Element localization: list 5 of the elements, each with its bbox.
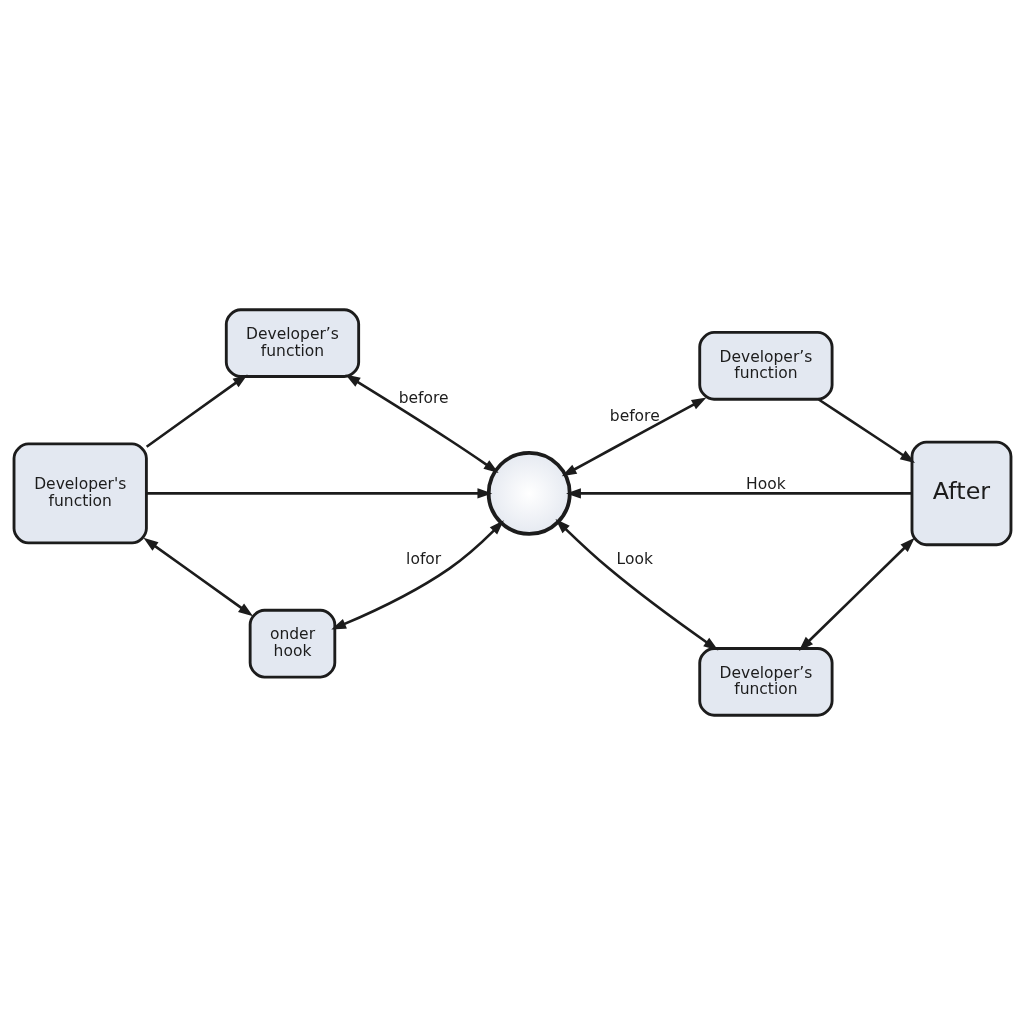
edge-label: before bbox=[609, 406, 660, 425]
edge-label: Look bbox=[616, 549, 653, 568]
edge-label: before bbox=[398, 388, 449, 407]
edge-label: Hook bbox=[745, 474, 786, 493]
edge-label: lofor bbox=[405, 549, 441, 568]
